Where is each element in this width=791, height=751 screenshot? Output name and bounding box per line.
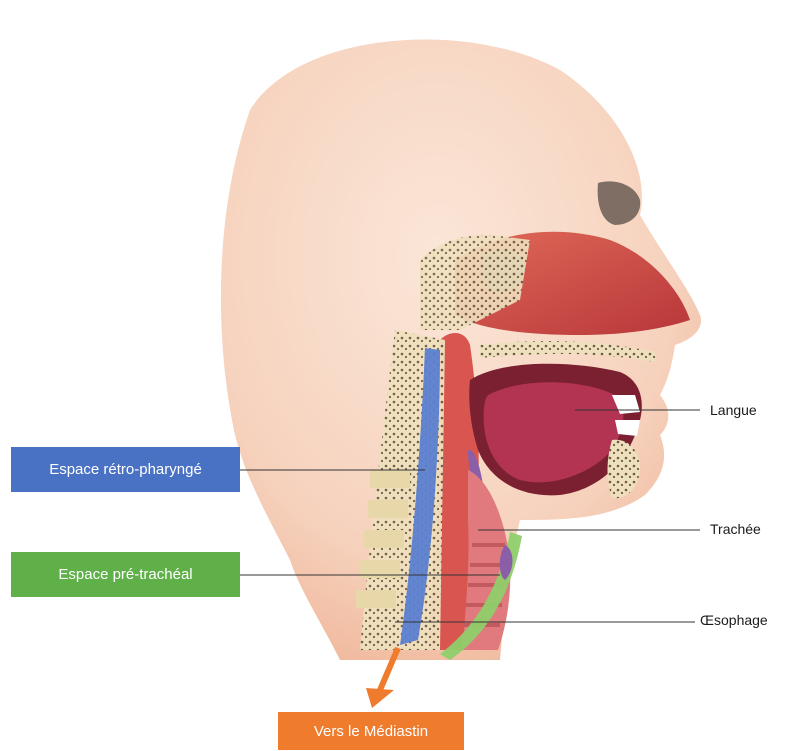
mediastin-arrowhead	[366, 688, 394, 708]
langue-label: Langue	[710, 402, 757, 418]
trachee-label: Trachée	[710, 521, 761, 537]
oesophage-label: Œsophage	[700, 612, 768, 628]
mediastin-label: Vers le Médiastin	[278, 712, 464, 750]
retro-pharyngeal-label: Espace rétro-pharyngé	[11, 447, 240, 492]
pre-tracheal-label: Espace pré-trachéal	[11, 552, 240, 597]
